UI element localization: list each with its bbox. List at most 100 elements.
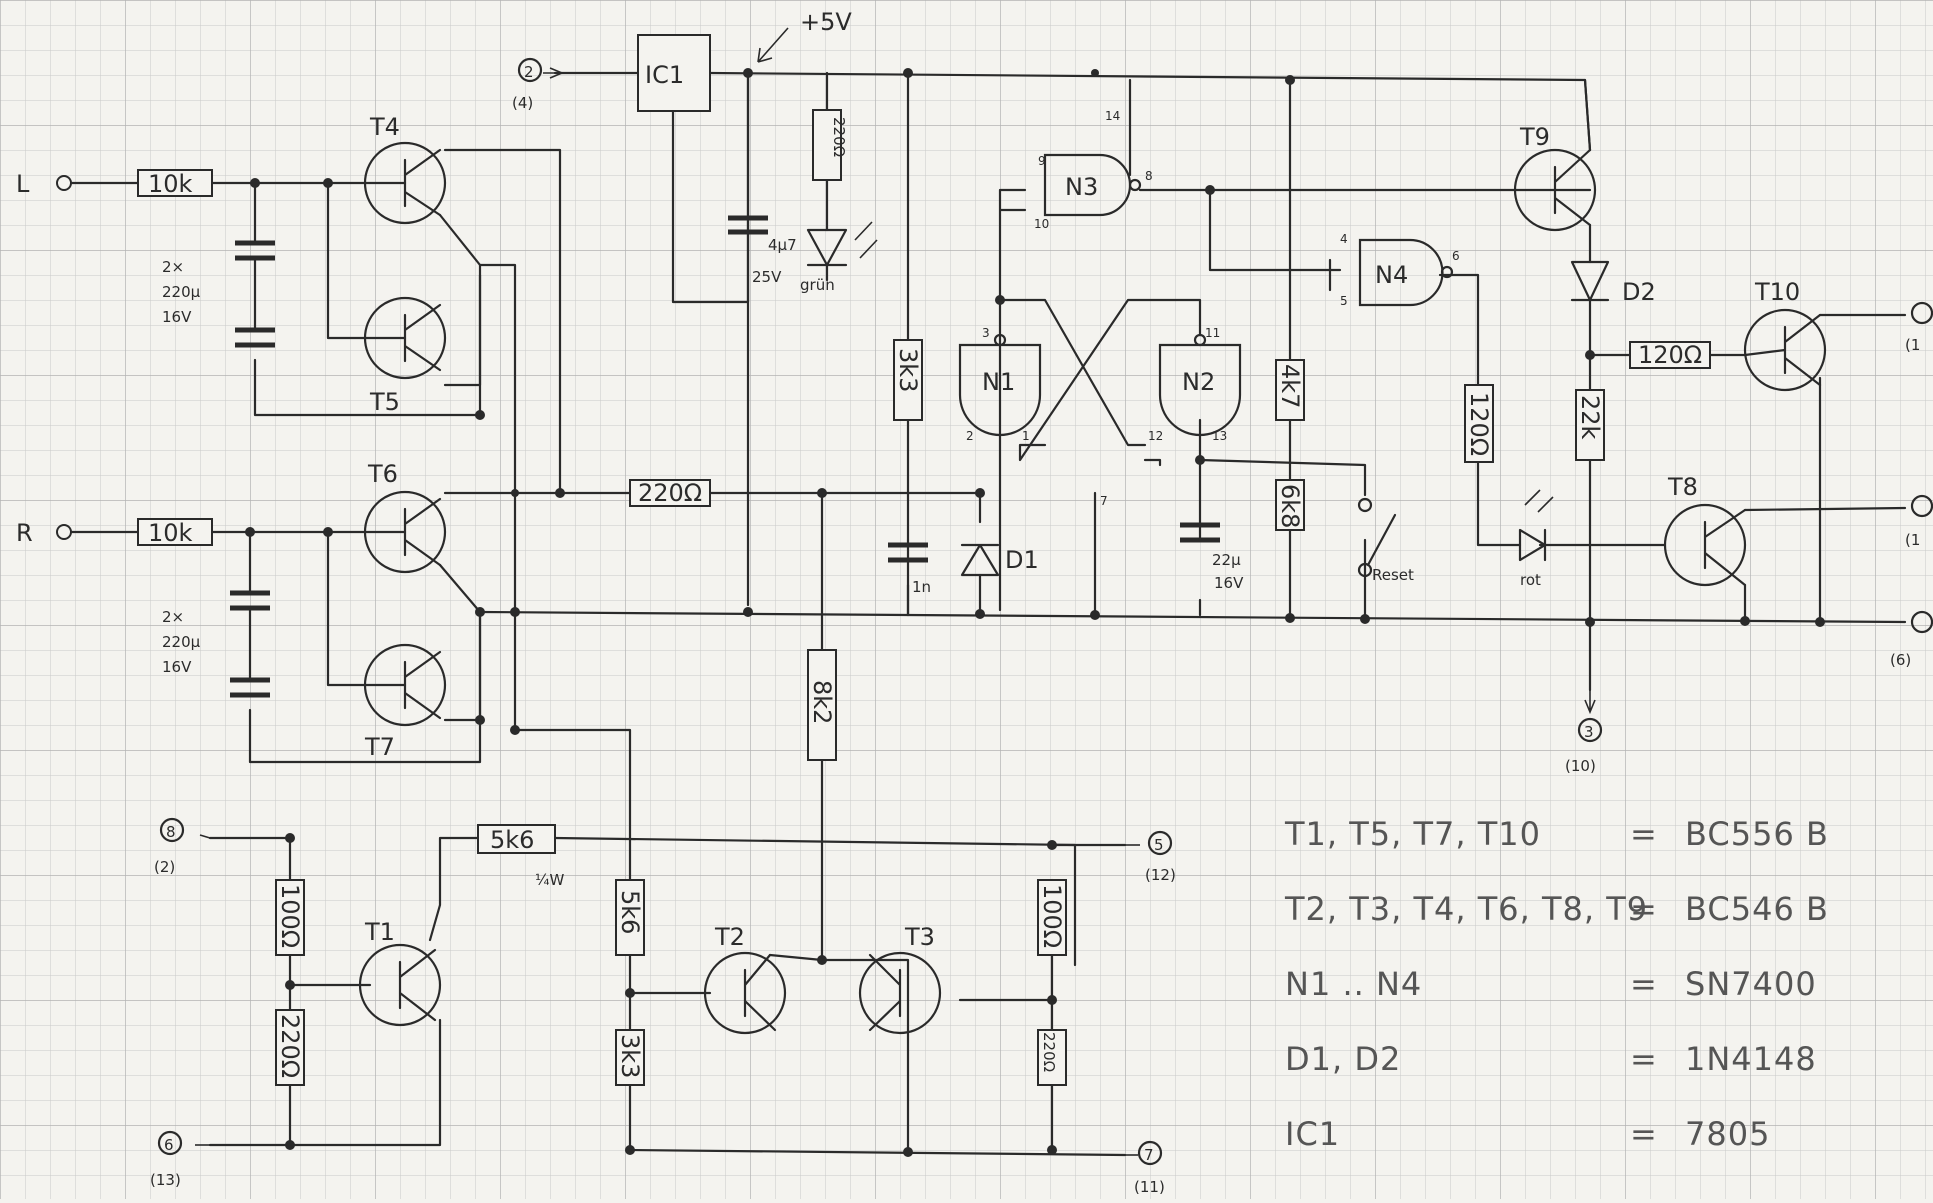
connector-6-alt: (13) <box>150 1171 181 1189</box>
cap-22u-voltage: 16V <box>1214 574 1244 592</box>
diode-d1 <box>960 543 1000 577</box>
led-red <box>1518 528 1547 562</box>
diodes: D1 D2 grün rot <box>800 221 1656 589</box>
resistor-8k2 <box>807 649 837 761</box>
resistor-r-r-value: 10k <box>148 519 193 547</box>
resistor-220-left-value: 220Ω <box>276 1014 304 1078</box>
connector-2-number: 2 <box>524 63 534 81</box>
cap-l-voltage: 16V <box>162 308 192 326</box>
legend-row: N1 .. N4 = SN7400 <box>1285 965 1817 1003</box>
reset-label: Reset <box>1372 566 1414 584</box>
nand-n3-pin9: 9 <box>1038 154 1046 168</box>
legend-row-3-eq: = <box>1630 965 1658 1003</box>
cap-4u7-voltage: 25V <box>752 268 782 286</box>
connector-6-number: 6 <box>164 1136 174 1154</box>
transistor-t3 <box>858 951 942 1035</box>
transistor-t6-label: T6 <box>367 460 398 488</box>
transistor-t2 <box>703 951 787 1035</box>
resistor-220-right-value: 220Ω <box>1040 1032 1058 1072</box>
transistor-t7-label: T7 <box>364 733 395 761</box>
legend-row-1-parts: T1, T5, T7, T10 <box>1284 815 1541 853</box>
transistor-t8 <box>1663 503 1747 587</box>
connector-7-number: 7 <box>1144 1146 1154 1164</box>
nand-n3-pin8: 8 <box>1145 169 1153 183</box>
nand-n1-pin1: 1 <box>1022 429 1030 443</box>
cap-1n <box>888 542 928 563</box>
connector-right-2-alt: (1 <box>1905 531 1920 549</box>
transistor-t4 <box>363 141 447 225</box>
net-label-l: L <box>16 170 30 198</box>
resistor-5k6-power: ¼W <box>535 871 565 889</box>
cap-22u-value: 22μ <box>1212 551 1241 569</box>
nand-gates: N3 9 10 8 14 N4 4 5 6 N1 3 2 1 N2 11 12 … <box>958 109 1460 508</box>
cap-l-value: 220μ <box>162 283 201 301</box>
led-green <box>806 228 848 267</box>
resistor-100-right <box>1037 879 1067 956</box>
legend-row-3-type: SN7400 <box>1685 965 1817 1003</box>
connector-7-alt: (11) <box>1134 1178 1165 1196</box>
pin7-label: 7 <box>1100 494 1108 508</box>
resistor-r-l <box>137 169 213 197</box>
transistor-t7 <box>363 643 447 727</box>
nand-n1-pin2: 2 <box>966 429 974 443</box>
legend-row-5-type: 7805 <box>1685 1115 1770 1153</box>
legend-row: T2, T3, T4, T6, T8, T9 = BC546 B <box>1284 890 1829 928</box>
input-terminal-r <box>56 524 72 540</box>
resistor-220-mid <box>629 479 711 507</box>
connector-3-number: 3 <box>1584 723 1594 741</box>
resistor-120-vertical <box>1464 384 1494 463</box>
cap-r-value: 220μ <box>162 633 201 651</box>
connector-2-alt: (4) <box>512 94 533 112</box>
junctions <box>245 68 1825 1157</box>
resistor-220-led-value: 220Ω <box>830 117 848 157</box>
cap-r-voltage: 16V <box>162 658 192 676</box>
reset-switch: Reset <box>1357 497 1414 584</box>
resistor-120-horizontal <box>1629 341 1711 369</box>
transistor-t6 <box>363 490 447 574</box>
resistor-220-right <box>1037 1029 1067 1086</box>
resistor-120-horizontal-value: 120Ω <box>1638 341 1702 369</box>
nand-n4-label: N4 <box>1375 261 1408 289</box>
nand-n3-pin14: 14 <box>1105 109 1120 123</box>
connector-5-number: 5 <box>1154 836 1164 854</box>
nand-n2-label: N2 <box>1182 368 1215 396</box>
nand-n1-label: N1 <box>982 368 1015 396</box>
resistors: 10k 10k 220Ω 3k3 220Ω 8k2 5k6 ¼W 5k6 3k3… <box>137 109 1711 1086</box>
connector-5-alt: (12) <box>1145 866 1176 884</box>
nand-n3-label: N3 <box>1065 173 1098 201</box>
diode-d2 <box>1570 260 1610 302</box>
transistor-t5-label: T5 <box>369 388 400 416</box>
resistor-100-left-value: 100Ω <box>276 884 304 948</box>
legend-row-4-parts: D1, D2 <box>1285 1040 1401 1078</box>
resistor-3k3-bottom <box>615 1029 645 1086</box>
nand-n4-pin4: 4 <box>1340 232 1348 246</box>
nand-n2-pin11: 11 <box>1205 326 1220 340</box>
wires <box>70 71 1907 1157</box>
resistor-220-led <box>812 109 842 181</box>
legend-row-1-eq: = <box>1630 815 1658 853</box>
connectors: 2 (4) 3 (10) 8 (2) 6 (13) 5 (12) 7 (11) … <box>150 57 1933 1196</box>
nand-n3-pin10: 10 <box>1034 217 1049 231</box>
legend-row-2-eq: = <box>1630 890 1658 928</box>
input-terminal-l <box>56 175 72 191</box>
resistor-5k6-vertical-value: 5k6 <box>616 890 644 934</box>
transistor-t2-label: T2 <box>714 923 745 951</box>
net-label-r: R <box>16 519 33 547</box>
legend-row-3-parts: N1 .. N4 <box>1285 965 1422 1003</box>
cap-1n-value: 1n <box>912 578 931 596</box>
resistor-8k2-value: 8k2 <box>808 680 836 724</box>
transistor-t10-label: T10 <box>1754 278 1800 306</box>
legend-row-5-parts: IC1 <box>1285 1115 1340 1153</box>
nand-n4-pin5: 5 <box>1340 294 1348 308</box>
plus5v-arrow <box>757 27 789 63</box>
resistor-220-mid-value: 220Ω <box>638 479 702 507</box>
capacitors: 2× 220μ 16V 2× 220μ 16V 4μ7 25V 1n 22μ 1… <box>162 215 1244 698</box>
legend-row: D1, D2 = 1N4148 <box>1285 1040 1816 1078</box>
resistor-3k3-top <box>893 339 923 421</box>
resistor-22k-value: 22k <box>1576 395 1604 440</box>
nand-n1-pin3: 3 <box>982 326 990 340</box>
legend-row-2-type: BC546 B <box>1685 890 1829 928</box>
cap-r-count: 2× <box>162 608 184 626</box>
